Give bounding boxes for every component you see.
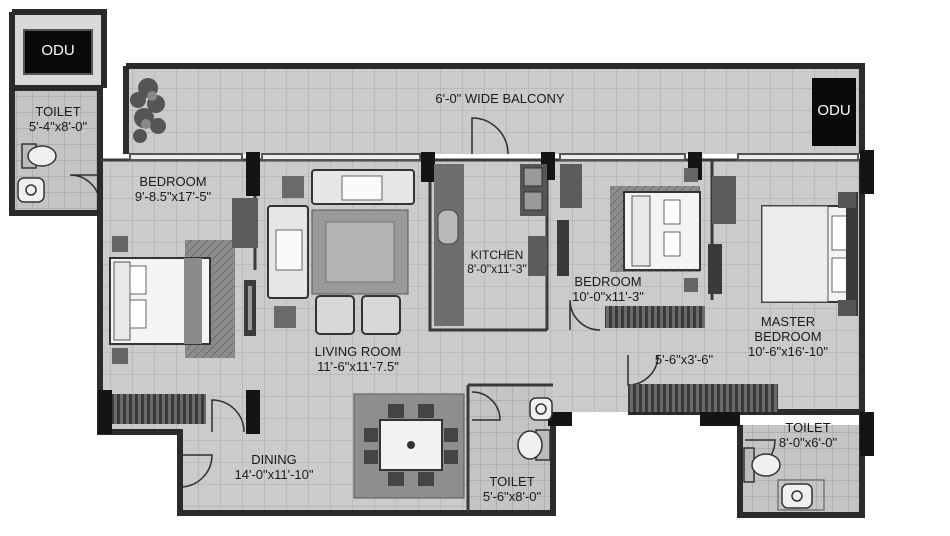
toilet-top-name: TOILET bbox=[35, 104, 81, 119]
dining-door bbox=[179, 454, 213, 488]
right-outer-wall bbox=[737, 160, 865, 518]
toilet-bottom-size: 5'-6"x8'-0" bbox=[482, 489, 542, 504]
odu-ledge-wall bbox=[12, 9, 107, 88]
toilet-master-name: TOILET bbox=[785, 420, 831, 435]
master-size: 10'-6"x16'-10" bbox=[748, 344, 828, 359]
toilet-top-door bbox=[69, 174, 101, 206]
bedroom-left-label: BEDROOM 9'-8.5"x17'-5" bbox=[108, 174, 238, 204]
odu-unit-balcony bbox=[812, 78, 856, 146]
dining-size: 14'-0"x11'-10" bbox=[234, 467, 314, 482]
windows bbox=[129, 153, 859, 161]
balcony-name: 6'-0" WIDE BALCONY bbox=[435, 91, 565, 106]
bedroom-mid-size: 10'-0"x11'-3" bbox=[572, 289, 644, 304]
wardrobe-master bbox=[628, 384, 778, 412]
odu-units bbox=[23, 29, 856, 146]
balcony-door bbox=[471, 117, 509, 155]
kitchen-counter bbox=[434, 164, 547, 326]
center-floor bbox=[255, 330, 547, 385]
dining-name: DINING bbox=[251, 452, 297, 467]
balcony-outer-wall bbox=[126, 63, 865, 154]
wardrobe-mid bbox=[605, 306, 705, 328]
passage-label: 5'-6"x3'-6" bbox=[644, 352, 724, 367]
bed-left bbox=[109, 236, 235, 364]
plant-icon bbox=[130, 78, 166, 143]
master-name-2: BEDROOM bbox=[754, 329, 822, 344]
desk-left bbox=[232, 198, 258, 336]
balcony-floor bbox=[126, 66, 861, 154]
bedroom-mid-label: BEDROOM 10'-0"x11'-3" bbox=[558, 274, 658, 304]
toilet-top-wall bbox=[9, 85, 103, 216]
toilet-bottom-name: TOILET bbox=[489, 474, 535, 489]
toilet-bottom-label: TOILET 5'-6"x8'-0" bbox=[470, 474, 554, 504]
bedroom-left-name: BEDROOM bbox=[139, 174, 207, 189]
wardrobe-left bbox=[112, 394, 206, 424]
toilet-top-size: 5'-4"x8'-0" bbox=[28, 119, 88, 134]
living-name: LIVING ROOM bbox=[314, 344, 402, 359]
bedroom-left-door bbox=[211, 399, 245, 433]
toilet-top-label: TOILET 5'-4"x8'-0" bbox=[16, 104, 100, 134]
bedroom-left-size: 9'-8.5"x17'-5" bbox=[134, 189, 212, 204]
toilet-master-label: TOILET 8'-0"x6'-0" bbox=[760, 420, 856, 450]
odu-unit-top-left bbox=[23, 29, 93, 75]
left-outer-wall bbox=[97, 160, 556, 516]
passage-size: 5'-6"x3'-6" bbox=[654, 352, 714, 367]
odu-label-balcony: ODU bbox=[817, 102, 851, 119]
kitchen-label: KITCHEN 8'-0"x11'-3" bbox=[462, 248, 532, 276]
master-label: MASTER BEDROOM 10'-6"x16'-10" bbox=[728, 314, 848, 359]
armchair-1 bbox=[315, 295, 355, 335]
walls bbox=[9, 9, 865, 518]
toilet-bottom-door bbox=[471, 391, 501, 421]
odu-label-top-left: ODU bbox=[41, 42, 75, 59]
bedroom-mid-name: BEDROOM bbox=[574, 274, 642, 289]
living-size: 11'-6"x11'-7.5" bbox=[317, 359, 399, 374]
bed-master bbox=[712, 176, 858, 316]
toilet-fixtures bbox=[17, 143, 825, 511]
kitchen-name: KITCHEN bbox=[470, 248, 524, 262]
toilet-master-size: 8'-0"x6'-0" bbox=[778, 435, 838, 450]
dining-set bbox=[353, 393, 465, 499]
living-label: LIVING ROOM 11'-6"x11'-7.5" bbox=[296, 344, 420, 374]
dining-label: DINING 14'-0"x11'-10" bbox=[212, 452, 336, 482]
balcony-label: 6'-0" WIDE BALCONY bbox=[400, 91, 600, 106]
doors bbox=[69, 117, 776, 488]
bed-mid bbox=[557, 164, 722, 294]
slatted-units bbox=[112, 306, 778, 424]
master-name: MASTER bbox=[760, 314, 816, 329]
armchair-2 bbox=[361, 295, 401, 335]
bedroom-mid-door bbox=[569, 299, 601, 331]
kitchen-size: 8'-0"x11'-3" bbox=[467, 262, 527, 276]
sofa-set bbox=[267, 169, 415, 335]
